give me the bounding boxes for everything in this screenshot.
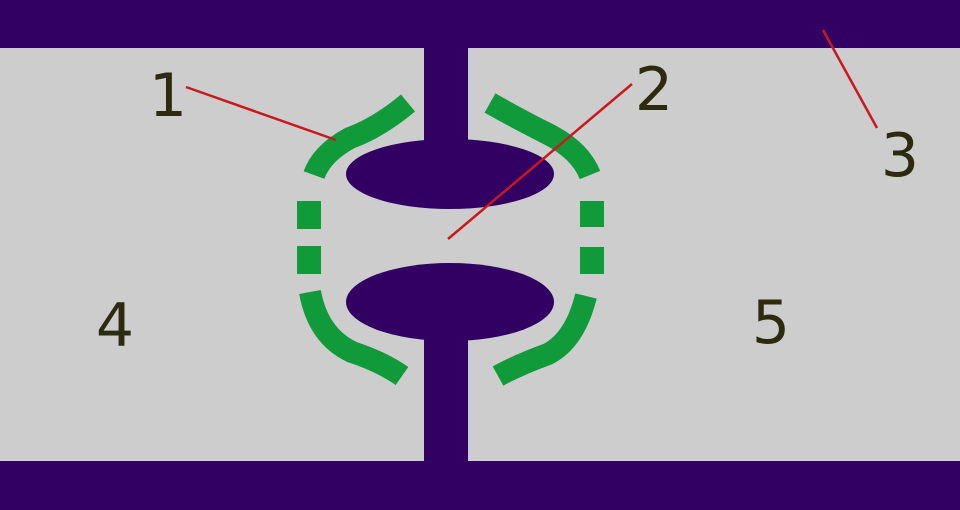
label-4: 4 (96, 291, 134, 361)
leader-line-1 (185, 85, 337, 142)
junction-right-dash-1 (580, 201, 604, 227)
junction-left-lower (299, 289, 409, 386)
upper-bulb (346, 139, 554, 209)
leader-line-2 (447, 83, 633, 240)
junction-left-upper (303, 94, 416, 180)
junction-left-dash-2 (297, 246, 321, 274)
upper-stalk (424, 40, 468, 152)
junction-right-upper (484, 93, 601, 180)
lower-stalk (424, 330, 468, 470)
bottom-membrane (0, 461, 960, 510)
label-3: 3 (881, 121, 919, 191)
junction-left-dash-1 (297, 201, 321, 229)
lower-bulb (346, 263, 554, 341)
label-1: 1 (149, 61, 187, 131)
leader-line-3 (821, 29, 879, 129)
junction-right-lower (492, 293, 597, 386)
label-2: 2 (635, 55, 673, 125)
top-membrane (0, 0, 960, 48)
junction-right-dash-2 (580, 247, 604, 274)
label-5: 5 (752, 288, 790, 358)
